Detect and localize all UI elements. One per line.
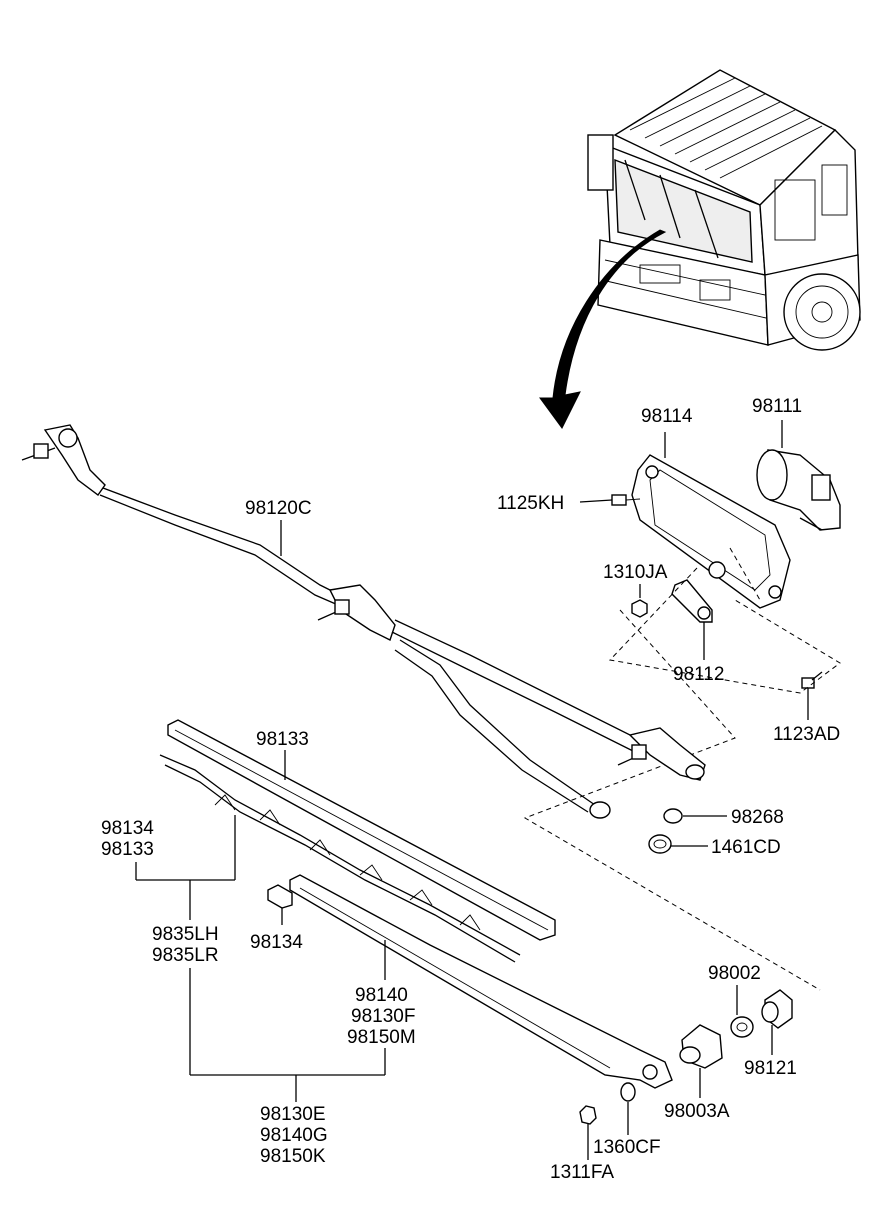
label-1311FA: 1311FA: [550, 1162, 615, 1183]
label-98003A: 98003A: [664, 1101, 730, 1122]
bushing-98121: [761, 989, 793, 1029]
label-98150M: 98150M: [347, 1027, 416, 1048]
cap-98003A: [679, 1024, 723, 1069]
direction-arrow: [539, 229, 667, 429]
label-group-blade-assy: 9835LH 9835LR: [152, 924, 219, 966]
label-1310JA: 1310JA: [603, 562, 668, 583]
nut-1311FA: [579, 1105, 597, 1125]
label-98130E: 98130E: [260, 1104, 326, 1125]
bolt-1123AD: [801, 671, 823, 689]
label-98268: 98268: [731, 807, 784, 828]
label-98112: 98112: [673, 664, 725, 685]
truck-illustration: [587, 69, 861, 351]
label-9835LR: 9835LR: [152, 945, 219, 966]
wiper-motor: [756, 449, 841, 531]
label-98002: 98002: [708, 963, 761, 984]
label-group-arm: 98140 98130F 98150M: [347, 985, 416, 1048]
group-brackets: [135, 815, 386, 1102]
washer-98268: [663, 808, 683, 824]
nut-1310JA: [631, 599, 648, 618]
label-98150K: 98150K: [260, 1146, 326, 1167]
label-98114: 98114: [641, 406, 693, 427]
washer-1360CF: [620, 1082, 636, 1102]
bolt-1125KH: [579, 494, 641, 506]
label-group-wiper-assy: 98130E 98140G 98150K: [260, 1104, 328, 1167]
label-98120C: 98120C: [245, 498, 312, 519]
crank-98112: [671, 579, 713, 623]
label-98140: 98140: [355, 985, 408, 1006]
label-1360CF: 1360CF: [593, 1137, 661, 1158]
label-group-blade-refill: 98134 98133: [101, 818, 154, 860]
ring-1461CD: [648, 834, 672, 854]
wiper-blade-lower: [159, 754, 521, 963]
label-98134: 98134: [250, 932, 303, 953]
label-98121: 98121: [744, 1058, 797, 1079]
label-1125KH: 1125KH: [497, 493, 565, 514]
label-98130F: 98130F: [351, 1006, 416, 1027]
label-1461CD: 1461CD: [711, 837, 781, 858]
label-98134-group: 98134: [101, 818, 154, 839]
motor-bracket: [631, 454, 791, 609]
label-98111: 98111: [752, 396, 803, 417]
wiper-blade-upper: [167, 719, 556, 941]
label-98133-group: 98133: [101, 839, 154, 860]
reference-dashes: [523, 547, 841, 991]
label-98133: 98133: [256, 729, 309, 750]
wiper-linkage: [21, 424, 706, 819]
clip-98134: [267, 884, 293, 909]
wiper-arm: [289, 874, 673, 1089]
label-9835LH: 9835LH: [152, 924, 219, 945]
label-98140G: 98140G: [260, 1125, 328, 1146]
nut-98002: [730, 1016, 754, 1038]
label-1123AD: 1123AD: [773, 724, 841, 745]
